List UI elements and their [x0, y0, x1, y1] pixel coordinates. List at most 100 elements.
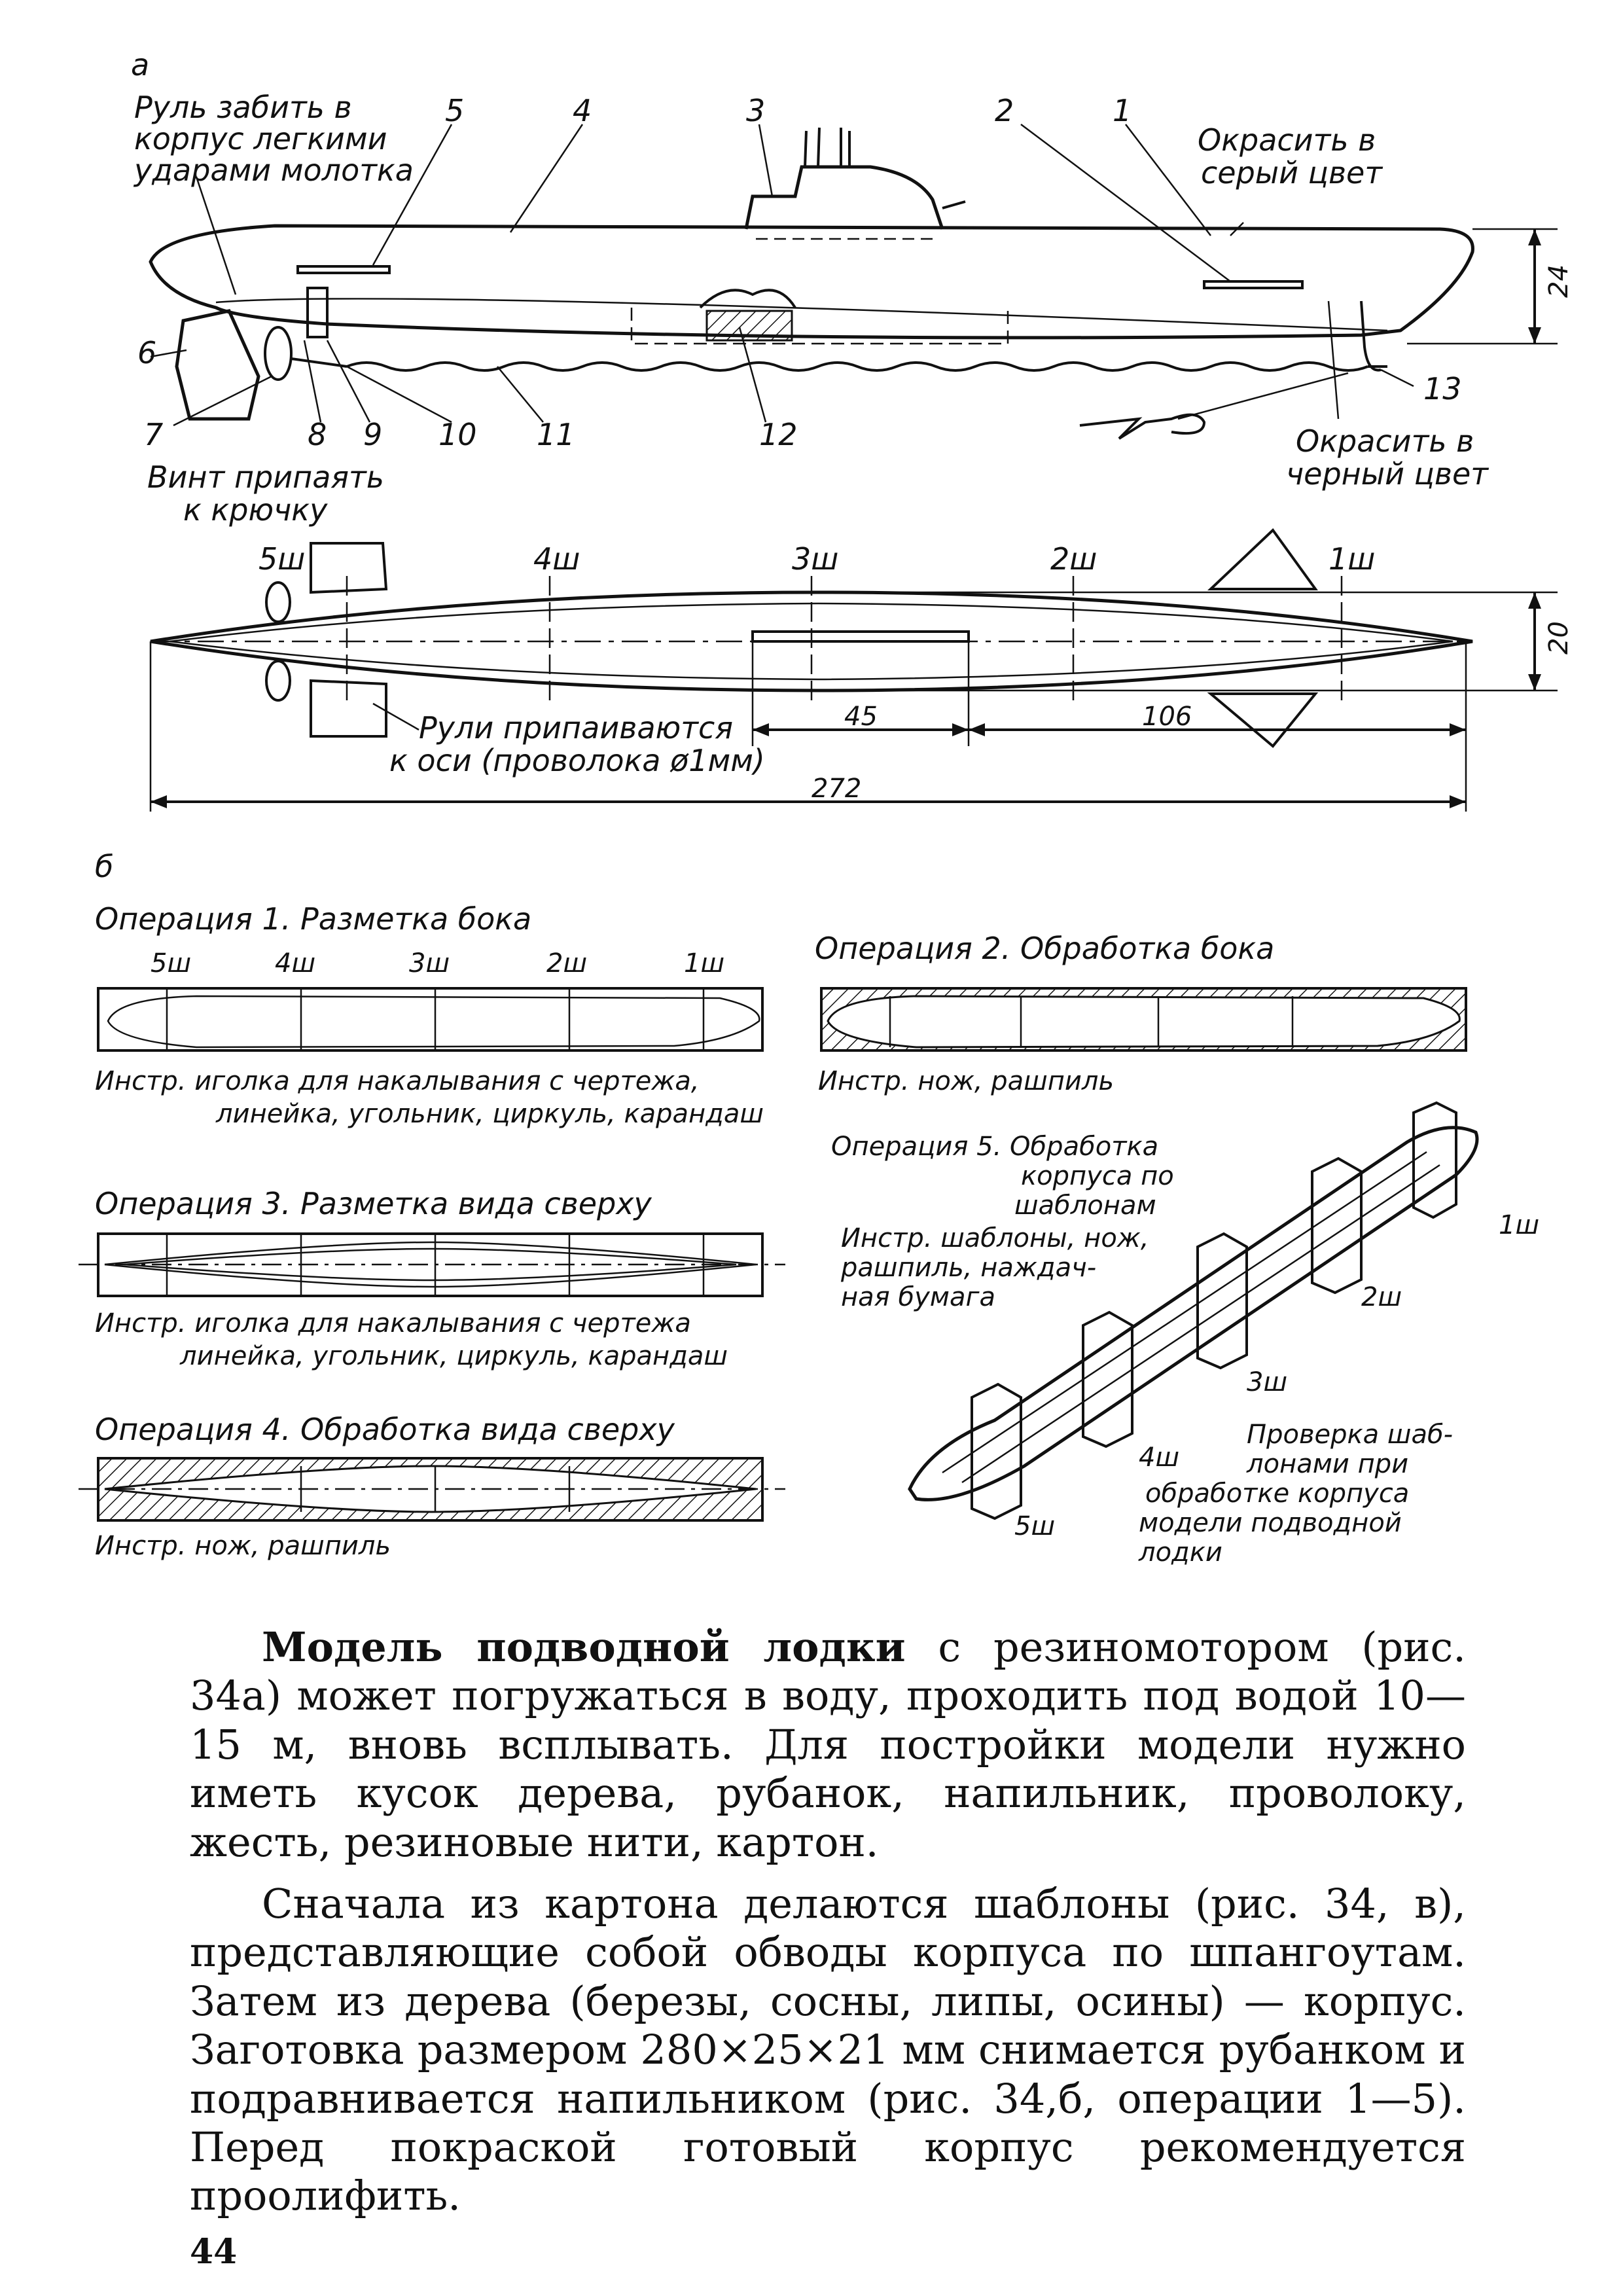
callout-7: 7 — [144, 417, 163, 452]
op1-frame-4: 4ш — [275, 948, 315, 978]
paragraph-1: Модель подводной лодки с резиномотором (… — [190, 1623, 1466, 1867]
note-grey-2: серый цвет — [1201, 155, 1383, 190]
prop-bottom — [265, 660, 291, 702]
op3-drawing — [79, 1232, 785, 1297]
shaft-bracket — [306, 287, 329, 338]
op2-drawing — [820, 987, 1467, 1052]
top-frame-4: 4ш — [533, 541, 580, 577]
dims-horizontal — [149, 641, 1467, 812]
callout-11: 11 — [537, 417, 575, 452]
op1-title: Операция 1. Разметка бока — [95, 901, 531, 937]
winding-hook — [1079, 413, 1206, 440]
top-frame-5: 5ш — [259, 541, 305, 577]
op5-frame-4: 4ш — [1139, 1443, 1179, 1473]
dim-20-label: 20 — [1544, 621, 1574, 655]
dim-272-label: 272 — [812, 774, 861, 804]
op3-tools-2: линейка, угольник, циркуль, карандаш — [179, 1341, 728, 1371]
page-number: 44 — [190, 2232, 238, 2272]
op5-check-5: лодки — [1138, 1537, 1222, 1568]
callout-2: 2 — [995, 93, 1014, 128]
op5-tools-1: Инстр. шаблоны, нож, — [841, 1223, 1149, 1253]
op3-tools-1: Инстр. иголка для накалывания с чертежа — [95, 1308, 691, 1338]
op1-frame-2: 2ш — [546, 948, 587, 978]
rear-rudder-top — [310, 542, 388, 594]
note-prop-1: Винт припаять — [147, 459, 384, 495]
note-rudder-3: ударами молотка — [133, 152, 414, 188]
op5-frame-5: 5ш — [1014, 1511, 1055, 1541]
ballast-lump — [699, 289, 796, 309]
top-frame-3: 3ш — [792, 541, 838, 577]
paragraph-2: Сначала из картона делаются шаблоны (рис… — [190, 1879, 1466, 2220]
callout-13: 13 — [1423, 371, 1462, 406]
top-deck-plate — [751, 630, 970, 643]
op4-tools: Инстр. нож, рашпиль — [95, 1531, 391, 1561]
op5-frame-3: 3ш — [1247, 1367, 1287, 1397]
side-plate — [1203, 280, 1304, 289]
op5-frame-1: 1ш — [1499, 1210, 1539, 1240]
op5-check-2: лонами при — [1246, 1449, 1408, 1479]
dim-24: 24 — [1407, 228, 1574, 345]
op1-tools-1: Инстр. иголка для накалывания с чертежа, — [95, 1066, 700, 1096]
paragraph-1-heading: Модель подводной лодки — [262, 1623, 906, 1671]
figure-34: а — [79, 47, 1574, 1568]
paragraph-1-body: с резиномотором (рис. 34а) может погружа… — [190, 1623, 1466, 1866]
op1-drawing — [97, 987, 764, 1052]
body-text: Модель подводной лодки с резиномотором (… — [190, 1623, 1466, 2234]
op5-title-1: Операция 5. Обработка — [831, 1132, 1158, 1162]
op1-frame-5: 5ш — [151, 948, 191, 978]
callout-4: 4 — [573, 93, 592, 128]
prop-top — [265, 581, 291, 623]
op3-title: Операция 3. Разметка вида сверху — [95, 1186, 652, 1221]
top-note-2: к оси (проволока ø1мм) — [389, 743, 765, 778]
conning-tower — [744, 165, 944, 230]
callout-1: 1 — [1113, 93, 1132, 128]
callout-5: 5 — [445, 93, 464, 128]
propeller — [264, 326, 293, 381]
top-note-1: Рули припаиваются — [419, 710, 733, 745]
op4-drawing — [79, 1457, 785, 1522]
side-hull-outline — [149, 224, 1474, 340]
dim-45-label: 45 — [844, 702, 878, 732]
callout-10: 10 — [438, 417, 477, 452]
op5-drawing — [908, 1101, 1479, 1520]
rear-rudder-bottom — [310, 679, 387, 738]
note-black-1: Окрасить в — [1296, 423, 1474, 459]
op1-frame-3: 3ш — [409, 948, 450, 978]
callout-8: 8 — [308, 417, 327, 452]
note-rudder-2: корпус легкими — [134, 121, 387, 156]
front-rudder-top — [1207, 528, 1318, 590]
op2-tools: Инстр. нож, рашпиль — [818, 1066, 1114, 1096]
note-black-2: черный цвет — [1286, 456, 1489, 492]
op5-check-1: Проверка шаб- — [1247, 1420, 1453, 1450]
op5-check-3: обработке корпуса — [1145, 1479, 1409, 1509]
top-frame-2: 2ш — [1050, 541, 1097, 577]
top-view-drawing — [150, 528, 1473, 748]
dim-106-label: 106 — [1142, 702, 1192, 732]
op2-title: Операция 2. Обработка бока — [815, 931, 1274, 966]
op1-frame-1: 1ш — [684, 948, 724, 978]
op5-title-2: корпуса по — [1021, 1161, 1174, 1191]
side-view-drawing — [149, 127, 1474, 440]
op5-frame-2: 2ш — [1361, 1282, 1402, 1312]
op5-tools-2: рашпиль, наждач- — [840, 1253, 1096, 1283]
note-grey-1: Окрасить в — [1198, 122, 1376, 158]
note-prop-2: к крючку — [183, 492, 328, 528]
deck-plate — [296, 265, 391, 274]
rubber-motor — [346, 361, 1368, 372]
callout-3: 3 — [746, 93, 765, 128]
callout-9: 9 — [363, 417, 382, 452]
op5-check-4: модели подводной — [1139, 1508, 1402, 1538]
top-frame-1: 1ш — [1329, 541, 1375, 577]
dim-20: 20 — [818, 591, 1574, 692]
front-rudder-bottom — [1207, 692, 1319, 748]
callout-6: 6 — [137, 335, 156, 370]
note-rudder-1: Руль забить в — [134, 90, 352, 125]
op5-title-3: шаблонам — [1014, 1191, 1156, 1221]
rudder-note-leader — [372, 702, 419, 731]
op4-title: Операция 4. Обработка вида сверху — [95, 1412, 675, 1447]
op5-tools-3: ная бумага — [841, 1282, 995, 1312]
part-a-letter: а — [131, 47, 149, 82]
dim-24-label: 24 — [1544, 264, 1574, 298]
rudder — [175, 309, 260, 421]
